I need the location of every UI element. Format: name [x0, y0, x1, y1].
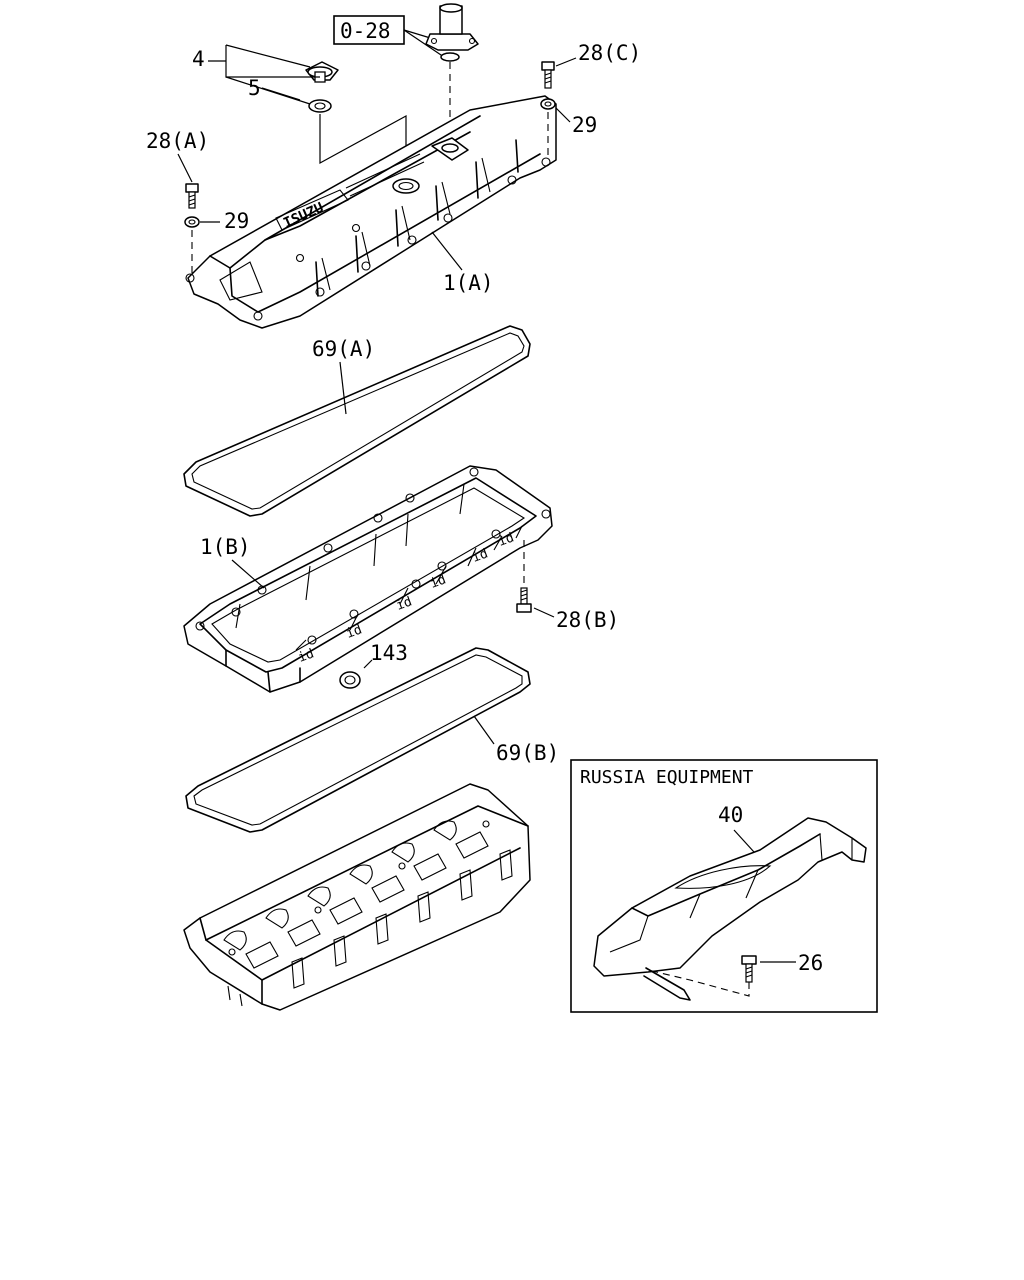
gasket-69b	[185, 647, 531, 833]
callout-69b: 69(B)	[496, 741, 559, 765]
svg-text:id: id	[394, 594, 414, 613]
valve-cover-upper: ISUZU	[185, 95, 557, 329]
callout-26: 26	[798, 951, 823, 975]
callout-40: 40	[718, 803, 743, 827]
bolt-28a	[185, 183, 199, 209]
svg-text:id: id	[344, 622, 364, 641]
callout-1a: 1(A)	[443, 271, 494, 295]
callout-28a: 28(A)	[146, 129, 209, 153]
callout-5: 5	[248, 76, 261, 100]
breather-fitting	[425, 3, 479, 62]
reference-box-0-28[interactable]: 0-28	[333, 15, 405, 45]
gasket-69a	[183, 325, 531, 517]
seal-143	[339, 671, 361, 689]
heat-shield-40	[593, 817, 867, 1001]
russia-equipment-inset: RUSSIA EQUIPMENT 40 26	[570, 759, 878, 1013]
cover-base-lower: id id id id id id	[183, 465, 553, 693]
callout-28c: 28(C)	[578, 41, 641, 65]
oil-filler-cap	[305, 61, 339, 83]
svg-text:id: id	[496, 530, 516, 549]
filler-seal-ring	[308, 99, 332, 113]
callout-69a: 69(A)	[312, 337, 375, 361]
callout-28b: 28(B)	[556, 608, 619, 632]
bolt-26	[741, 955, 757, 983]
callout-4: 4	[192, 47, 205, 71]
callout-29-right: 29	[572, 113, 597, 137]
reference-box-label: 0-28	[340, 19, 391, 43]
svg-text:id: id	[470, 546, 490, 565]
svg-text:id: id	[296, 646, 316, 665]
bolt-28c	[541, 61, 555, 89]
washer-29-left	[184, 216, 200, 228]
callout-1b: 1(B)	[200, 535, 251, 559]
washer-29-right	[540, 98, 556, 110]
cylinder-head	[183, 783, 531, 1011]
inset-title: RUSSIA EQUIPMENT	[580, 767, 754, 788]
bolt-28b	[516, 587, 532, 613]
callout-29-left: 29	[224, 209, 249, 233]
callout-143: 143	[370, 641, 408, 665]
svg-text:id: id	[428, 572, 448, 591]
